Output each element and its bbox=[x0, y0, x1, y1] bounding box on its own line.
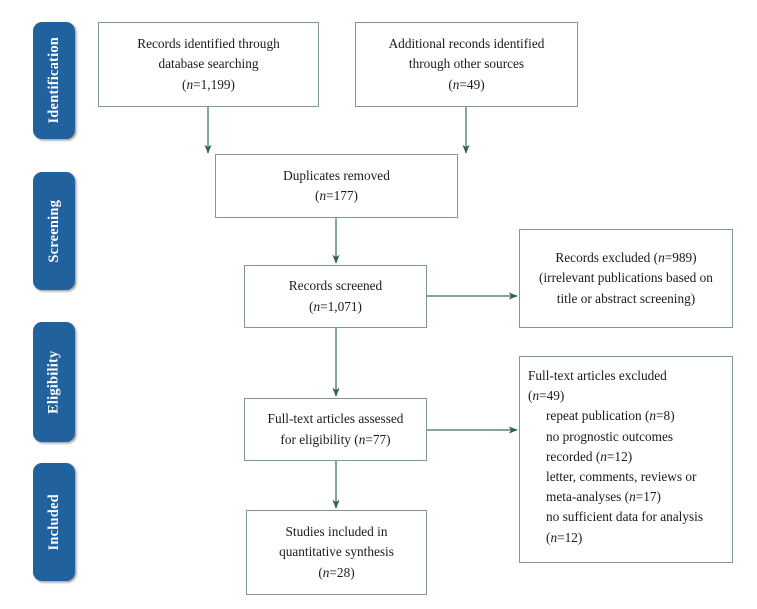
box-records-identified: Records identified through database sear… bbox=[98, 22, 319, 107]
box-records-screened-line-1: Records screened bbox=[288, 278, 383, 294]
box-fulltext-assessed-line-1: Full-text articles assessed bbox=[267, 411, 404, 427]
stage-identification-label: Identification bbox=[45, 37, 62, 124]
box-records-identified-line-1: Records identified through bbox=[137, 36, 280, 52]
box-fulltext-excluded-line-2: (n=49) bbox=[528, 388, 565, 404]
box-fulltext-excluded-reason-1a: repeat publication (n=8) bbox=[546, 408, 675, 424]
stage-screening: Screening bbox=[33, 172, 75, 290]
box-additional-records-line-2: through other sources bbox=[408, 56, 525, 72]
stage-screening-label: Screening bbox=[45, 199, 62, 263]
box-fulltext-excluded-reason-2a: no prognostic outcomes bbox=[546, 428, 674, 444]
box-fulltext-excluded: Full-text articles excluded (n=49) repea… bbox=[519, 356, 733, 563]
box-records-screened: Records screened (n=1,071) bbox=[244, 265, 427, 328]
stage-included: Included bbox=[33, 463, 75, 581]
box-records-screened-line-2: (n=1,071) bbox=[309, 298, 362, 314]
stage-eligibility: Eligibility bbox=[33, 322, 75, 442]
box-additional-records-line-1: Additional reconds identified bbox=[388, 36, 545, 52]
box-duplicates-removed: Duplicates removed (n=177) bbox=[215, 154, 458, 218]
box-fulltext-assessed-line-2: for eligibility (n=77) bbox=[280, 431, 391, 447]
box-additional-records: Additional reconds identified through ot… bbox=[355, 22, 578, 107]
stage-included-label: Included bbox=[45, 493, 62, 551]
box-fulltext-excluded-reason-3b: meta-analyses (n=17) bbox=[546, 489, 661, 505]
stage-eligibility-label: Eligibility bbox=[45, 350, 62, 414]
box-fulltext-excluded-reason-4b: (n=12) bbox=[546, 529, 583, 545]
box-additional-records-line-3: (n=49) bbox=[448, 76, 485, 92]
box-records-identified-line-2: database searching bbox=[158, 56, 259, 72]
box-studies-included-line-2: quantitative synthesis bbox=[279, 544, 394, 560]
box-fulltext-excluded-reason-2b: recorded (n=12) bbox=[546, 448, 633, 464]
box-fulltext-excluded-line-1: Full-text articles excluded bbox=[528, 368, 667, 383]
box-studies-included-line-3: (n=28) bbox=[318, 564, 355, 580]
stage-identification: Identification bbox=[33, 22, 75, 139]
box-records-excluded-line-3: title or abstract screening) bbox=[556, 290, 696, 306]
box-records-excluded-line-1: Records excluded (n=989) bbox=[555, 250, 697, 266]
box-studies-included-line-1: Studies included in bbox=[285, 524, 388, 540]
box-records-identified-line-3: (n=1,199) bbox=[182, 76, 235, 92]
box-duplicates-removed-line-1: Duplicates removed bbox=[283, 167, 390, 183]
box-fulltext-excluded-reason-3a: letter, comments, reviews or bbox=[546, 469, 697, 485]
box-duplicates-removed-line-2: (n=177) bbox=[315, 188, 358, 203]
box-studies-included: Studies included in quantitative synthes… bbox=[246, 510, 427, 595]
box-fulltext-assessed: Full-text articles assessed for eligibil… bbox=[244, 398, 427, 461]
box-records-excluded-line-2: (irrelevant publications based on bbox=[539, 270, 713, 286]
box-records-excluded: Records excluded (n=989) (irrelevant pub… bbox=[519, 229, 733, 328]
box-fulltext-excluded-reason-4a: no sufficient data for analysis bbox=[546, 509, 704, 525]
